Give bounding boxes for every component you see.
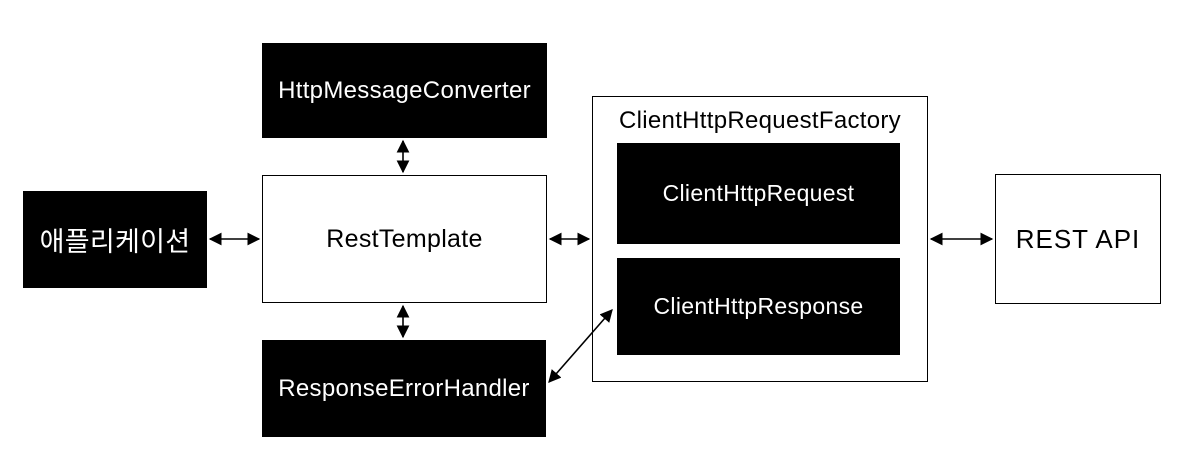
box-client-http-request-factory-label: ClientHttpRequestFactory bbox=[619, 107, 901, 134]
box-rest-api-label: REST API bbox=[1015, 223, 1141, 254]
box-client-http-request-factory: ClientHttpRequestFactory ClientHttpReque… bbox=[592, 96, 928, 382]
box-application-label: 애플리케이션 bbox=[39, 227, 191, 257]
box-application: 애플리케이션 bbox=[23, 191, 207, 288]
box-client-http-request: ClientHttpRequest bbox=[617, 143, 900, 244]
box-rest-template-label: RestTemplate bbox=[326, 224, 483, 253]
box-http-message-converter: HttpMessageConverter bbox=[262, 43, 547, 138]
box-http-message-converter-label: HttpMessageConverter bbox=[278, 76, 531, 104]
box-rest-api: REST API bbox=[995, 174, 1161, 304]
box-rest-template: RestTemplate bbox=[262, 175, 547, 303]
box-client-http-response-label: ClientHttpResponse bbox=[653, 293, 864, 319]
box-response-error-handler: ResponseErrorHandler bbox=[262, 340, 546, 437]
box-client-http-request-label: ClientHttpRequest bbox=[662, 180, 855, 206]
box-client-http-response: ClientHttpResponse bbox=[617, 258, 900, 355]
box-response-error-handler-label: ResponseErrorHandler bbox=[278, 374, 530, 402]
